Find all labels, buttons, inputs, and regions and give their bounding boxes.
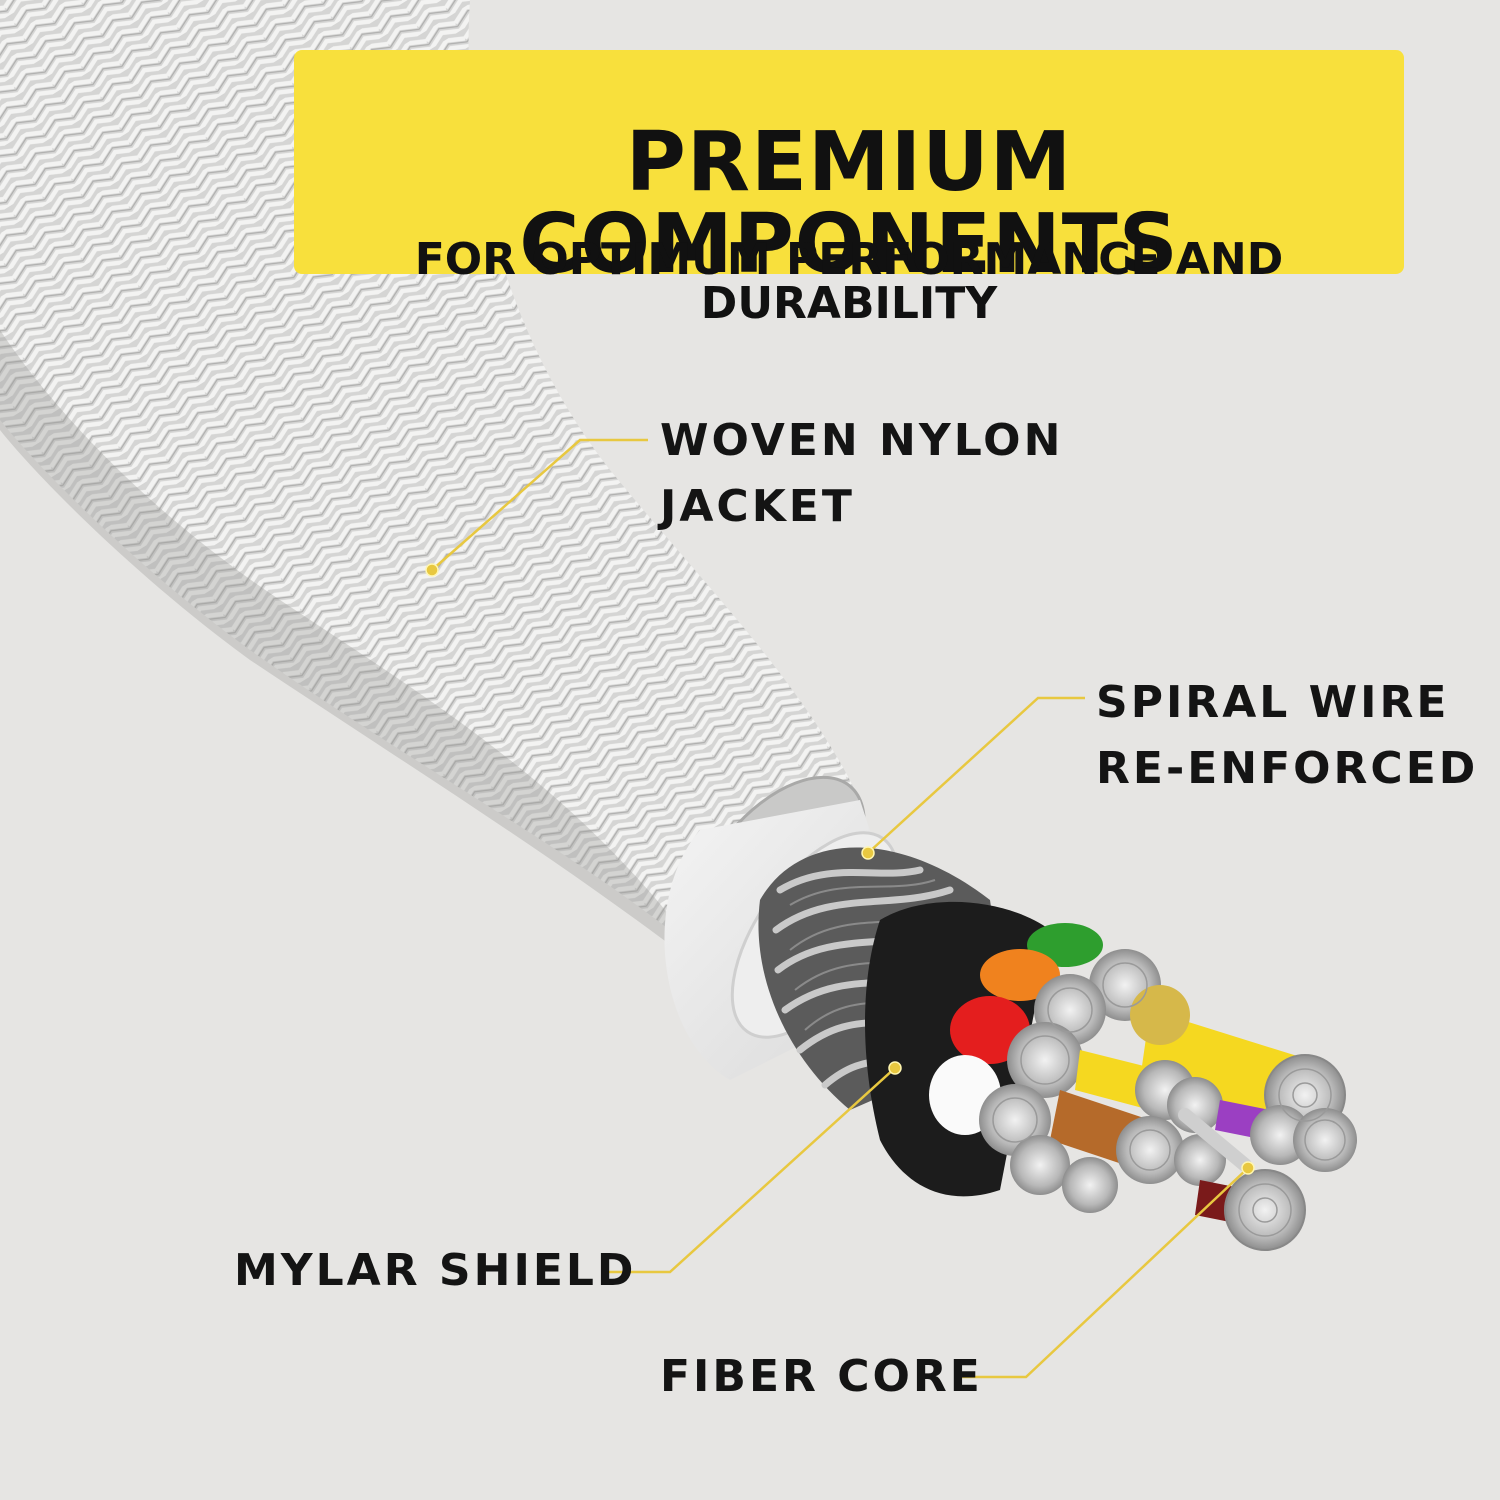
fiber-core-marker bbox=[1241, 1161, 1255, 1175]
mylar-shield-marker bbox=[888, 1061, 902, 1075]
callout-woven-nylon-jacket: WOVEN NYLON JACKET bbox=[660, 408, 1063, 540]
callout-spiral-wire-line1: SPIRAL WIRE bbox=[1096, 677, 1450, 728]
callout-spiral-wire-line2: RE-ENFORCED bbox=[1096, 743, 1479, 794]
callout-woven-nylon-line1: WOVEN NYLON bbox=[660, 415, 1064, 466]
callout-spiral-wire: SPIRAL WIRE RE-ENFORCED bbox=[1096, 670, 1478, 802]
headline-title: PREMIUM COMPONENTS bbox=[519, 115, 1179, 292]
headline-subtitle: FOR OPTIMUM PERFORMANCE AND DURABILITY bbox=[414, 234, 1284, 329]
headline-banner: PREMIUM COMPONENTS FOR OPTIMUM PERFORMAN… bbox=[294, 50, 1404, 326]
woven-nylon-marker bbox=[425, 563, 439, 577]
leader-lines bbox=[431, 438, 1249, 1379]
callout-mylar-shield: MYLAR SHIELD bbox=[234, 1245, 637, 1296]
callout-fiber-core: FIBER CORE bbox=[660, 1351, 983, 1402]
conductor-bundle bbox=[929, 923, 1357, 1251]
woven-nylon-jacket bbox=[0, 0, 855, 955]
callout-woven-nylon-line2: JACKET bbox=[660, 481, 855, 532]
spiral-wire-marker bbox=[861, 846, 875, 860]
